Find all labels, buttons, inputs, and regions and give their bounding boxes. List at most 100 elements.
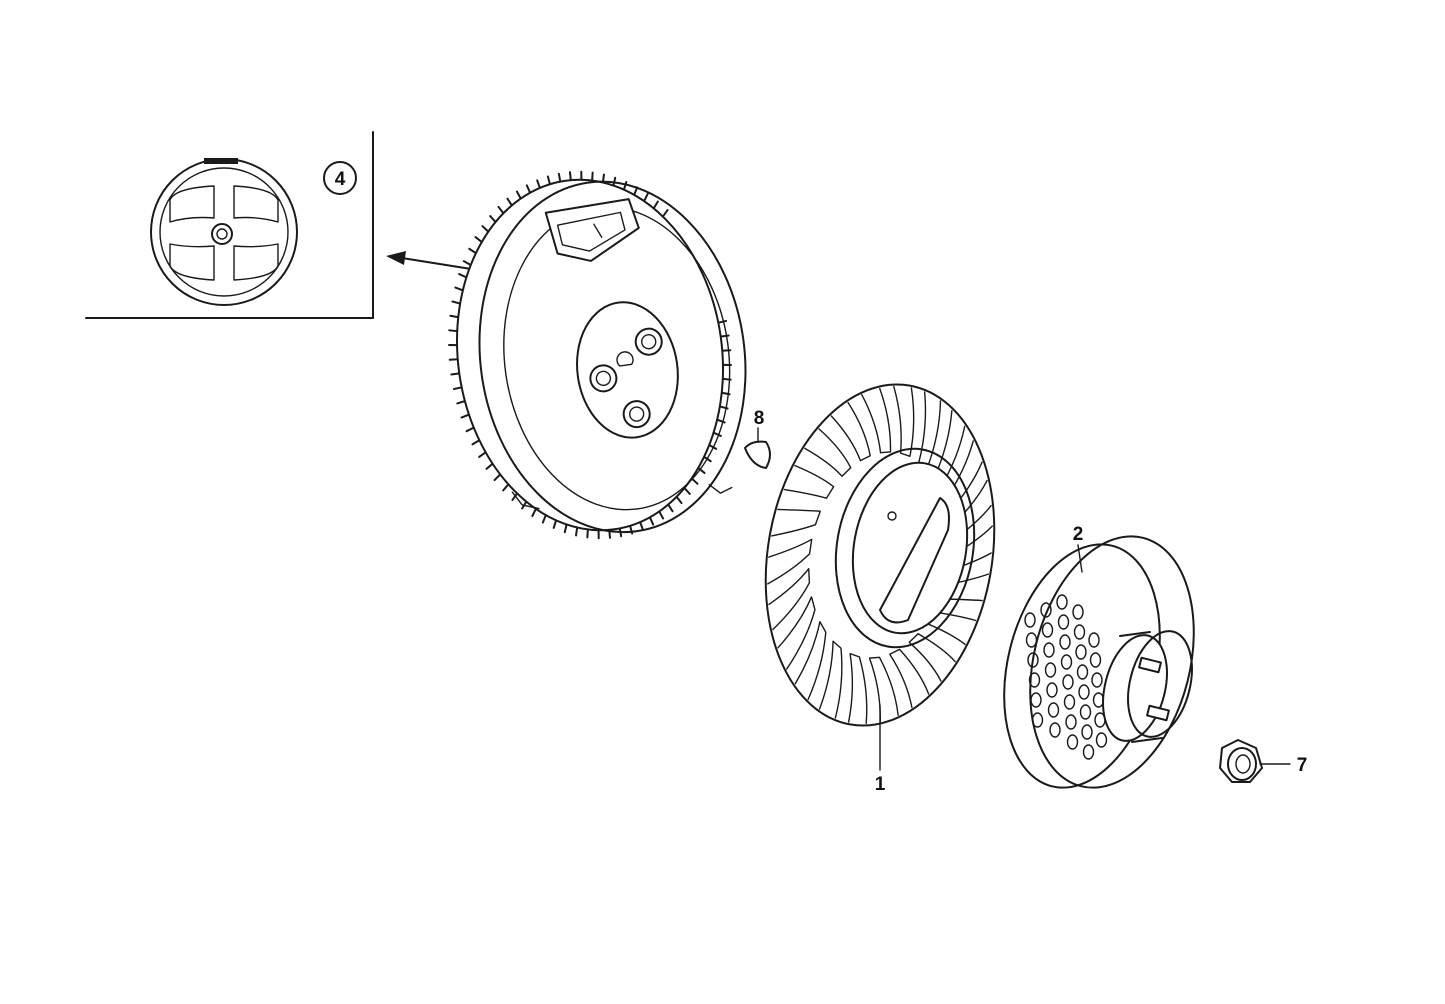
vent-hole <box>1031 712 1044 728</box>
gear-tooth <box>506 197 513 207</box>
gear-tooth <box>717 319 728 324</box>
fan-blade <box>768 567 811 631</box>
gear-tooth <box>552 519 558 529</box>
vent-hole <box>1065 714 1077 730</box>
fan-blade <box>770 508 821 537</box>
vent-hole <box>1056 594 1068 610</box>
vent-hole <box>1027 652 1039 668</box>
flywheel-bolt-hole-2 <box>634 327 663 356</box>
gear-tooth <box>478 451 487 458</box>
callout-7-label: 7 <box>1297 755 1308 776</box>
gear-tooth <box>675 495 683 505</box>
vent-hole <box>1025 632 1038 648</box>
vent-hole <box>1049 722 1061 738</box>
vent-hole <box>1066 734 1079 750</box>
starter-cup <box>1102 630 1193 743</box>
gear-tooth <box>667 503 674 513</box>
gear-tooth <box>697 466 706 474</box>
gear-tooth <box>456 400 466 405</box>
vent-hole <box>1062 674 1074 690</box>
vent-hole <box>1073 624 1086 640</box>
gear-tooth <box>580 170 583 181</box>
gear-tooth <box>474 236 483 244</box>
detail-inset: 4 <box>85 131 374 319</box>
vent-hole <box>1072 604 1084 620</box>
gear-tooth <box>708 444 718 450</box>
gear-tooth <box>712 431 722 437</box>
vent-hole <box>1095 732 1108 748</box>
vent-hole <box>1091 672 1103 688</box>
fan-blade <box>830 401 871 462</box>
callout-4: 4 <box>323 161 357 195</box>
vent-hole <box>1060 654 1073 670</box>
vent-hole <box>1078 684 1090 700</box>
gear-tooth <box>451 300 462 305</box>
vent-hole <box>1047 702 1060 718</box>
gear-tooth <box>648 516 655 526</box>
gear-tooth <box>652 200 659 210</box>
gear-tooth <box>511 492 519 501</box>
gear-tooth <box>719 334 730 338</box>
fan-blade <box>777 596 816 670</box>
fan-blade <box>767 538 813 585</box>
vent-hole <box>1082 744 1095 760</box>
gear-tooth <box>460 413 470 419</box>
gear-tooth <box>471 439 481 446</box>
vent-hole <box>1043 642 1055 658</box>
gear-tooth <box>481 225 490 233</box>
gear-tooth <box>661 209 669 218</box>
vent-hole <box>1089 652 1102 668</box>
fan-blade <box>794 621 827 701</box>
fan-blade <box>889 648 930 709</box>
vent-hole <box>1040 602 1052 618</box>
flywheel-bolt-hole-3 <box>622 400 651 429</box>
fan-blade <box>818 640 843 719</box>
fan-blade <box>868 656 899 723</box>
gear-tooth <box>683 486 691 495</box>
gear-tooth <box>465 426 475 433</box>
vent-hole <box>1044 662 1057 678</box>
gear-tooth <box>622 181 628 191</box>
gear-tooth <box>586 528 589 539</box>
fan-blade <box>847 652 868 725</box>
gear-tooth <box>448 329 459 333</box>
gear-tooth <box>591 171 594 182</box>
vent-hole <box>1057 614 1070 630</box>
gear-tooth <box>536 179 541 189</box>
vent-hole <box>1081 724 1093 740</box>
gear-tooth <box>454 286 464 292</box>
fan-blade <box>783 464 835 499</box>
fan-blade <box>893 385 915 458</box>
fan-hub-plate <box>879 497 950 624</box>
vent-hole <box>1030 692 1042 708</box>
gear-tooth <box>643 192 649 203</box>
gear-tooth <box>489 215 497 224</box>
vent-hole <box>1024 612 1036 628</box>
gear-tooth <box>597 529 600 540</box>
gear-tooth <box>497 205 505 215</box>
gear-tooth <box>458 273 468 279</box>
callout-8-label: 8 <box>754 408 765 429</box>
vent-hole <box>1063 694 1076 710</box>
cooling-fan <box>764 383 996 771</box>
gear-tooth <box>639 521 644 531</box>
gear-tooth <box>568 171 572 182</box>
fan-blade <box>908 633 956 682</box>
gear-tooth <box>658 510 665 520</box>
flywheel <box>448 170 747 540</box>
fan-cover <box>1003 535 1195 789</box>
vent-hole <box>1046 682 1058 698</box>
vent-hole <box>1028 672 1041 688</box>
gear-tooth <box>563 523 568 534</box>
callout-2-label: 2 <box>1073 524 1084 545</box>
flywheel-bolt-hole-1 <box>589 364 618 393</box>
woodruff-key <box>744 427 771 469</box>
fan-cover-vent-holes <box>1024 594 1108 760</box>
vent-hole <box>1059 634 1071 650</box>
gear-tooth <box>485 462 494 470</box>
fan-blade <box>804 428 852 477</box>
gear-tooth <box>541 514 547 524</box>
flywheel-keyway <box>616 351 634 367</box>
gear-tooth <box>525 184 532 194</box>
